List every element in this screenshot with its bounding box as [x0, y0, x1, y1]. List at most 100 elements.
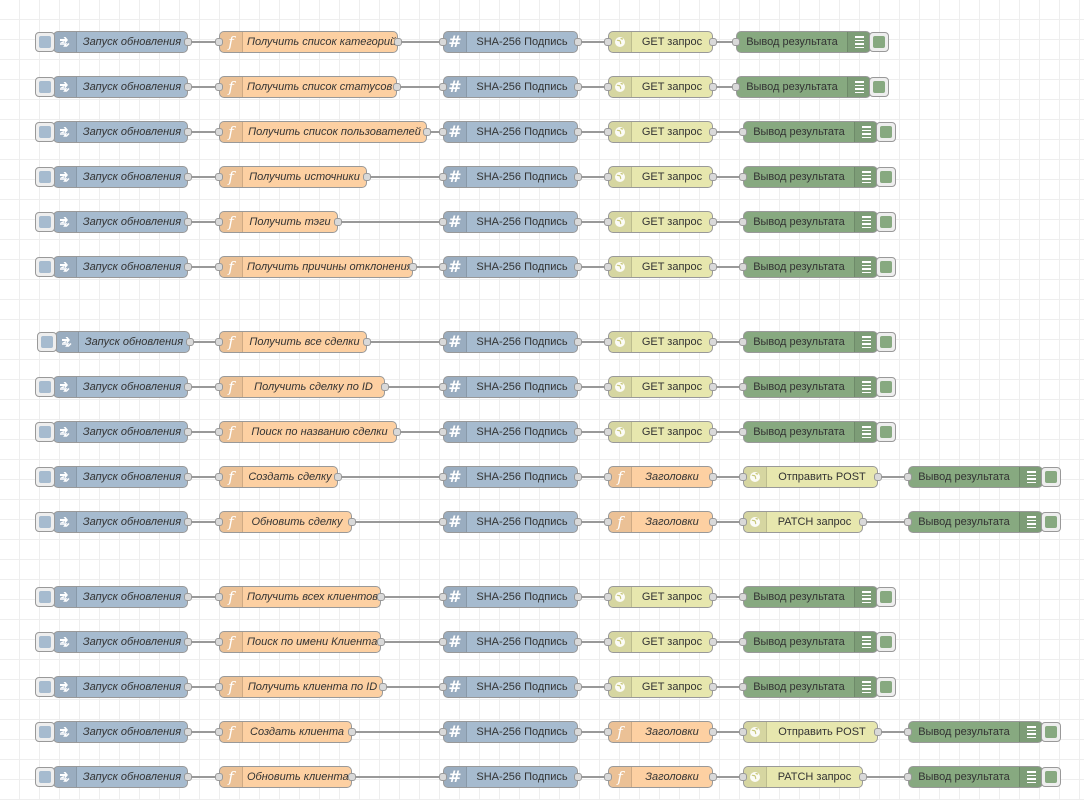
debug-node[interactable]: Вывод результата [739, 256, 896, 278]
hash-node[interactable]: #SHA-256 Подпись [439, 376, 582, 398]
inject-node[interactable]: Запуск обновления [35, 76, 192, 98]
input-port[interactable] [604, 518, 612, 526]
output-port[interactable] [381, 383, 389, 391]
input-port[interactable] [604, 173, 612, 181]
debug-node[interactable]: Вывод результата [904, 721, 1061, 743]
inject-trigger-button[interactable] [35, 422, 55, 442]
hash-node[interactable]: #SHA-256 Подпись [439, 256, 582, 278]
input-port[interactable] [439, 593, 447, 601]
hash-node[interactable]: #SHA-256 Подпись [439, 466, 582, 488]
http-node[interactable]: GET запрос [604, 166, 717, 188]
output-port[interactable] [184, 728, 192, 736]
debug-node[interactable]: Вывод результата [732, 31, 889, 53]
input-port[interactable] [604, 593, 612, 601]
debug-node[interactable]: Вывод результата [739, 631, 896, 653]
inject-node[interactable]: Запуск обновления [35, 721, 192, 743]
debug-node[interactable]: Вывод результата [739, 211, 896, 233]
debug-node[interactable]: Вывод результата [904, 511, 1061, 533]
input-port[interactable] [604, 383, 612, 391]
input-port[interactable] [215, 683, 223, 691]
http-node[interactable]: GET запрос [604, 631, 717, 653]
input-port[interactable] [215, 518, 223, 526]
output-port[interactable] [184, 128, 192, 136]
output-port[interactable] [709, 518, 717, 526]
output-port[interactable] [184, 218, 192, 226]
input-port[interactable] [904, 518, 912, 526]
input-port[interactable] [439, 218, 447, 226]
input-port[interactable] [215, 173, 223, 181]
inject-node[interactable]: Запуск обновления [35, 466, 192, 488]
inject-node[interactable]: Запуск обновления [35, 121, 192, 143]
input-port[interactable] [215, 83, 223, 91]
input-port[interactable] [739, 383, 747, 391]
inject-node[interactable]: Запуск обновления [35, 211, 192, 233]
debug-toggle-button[interactable] [876, 332, 896, 352]
input-port[interactable] [439, 263, 447, 271]
http-node[interactable]: GET запрос [604, 76, 717, 98]
input-port[interactable] [604, 83, 612, 91]
input-port[interactable] [604, 428, 612, 436]
input-port[interactable] [215, 383, 223, 391]
hash-node[interactable]: #SHA-256 Подпись [439, 586, 582, 608]
debug-toggle-button[interactable] [876, 122, 896, 142]
hash-node[interactable]: #SHA-256 Подпись [439, 631, 582, 653]
output-port[interactable] [859, 518, 867, 526]
output-port[interactable] [334, 473, 342, 481]
output-port[interactable] [377, 638, 385, 646]
output-port[interactable] [348, 773, 356, 781]
output-port[interactable] [186, 338, 194, 346]
debug-toggle-button[interactable] [876, 212, 896, 232]
hash-node[interactable]: #SHA-256 Подпись [439, 31, 582, 53]
inject-node[interactable]: Запуск обновления [35, 256, 192, 278]
input-port[interactable] [439, 128, 447, 136]
input-port[interactable] [739, 338, 747, 346]
output-port[interactable] [574, 518, 582, 526]
hash-node[interactable]: #SHA-256 Подпись [439, 76, 582, 98]
output-port[interactable] [874, 728, 882, 736]
output-port[interactable] [709, 773, 717, 781]
debug-toggle-button[interactable] [876, 377, 896, 397]
input-port[interactable] [904, 773, 912, 781]
inject-trigger-button[interactable] [35, 377, 55, 397]
http-node[interactable]: PATCH запрос [739, 511, 867, 533]
debug-toggle-button[interactable] [869, 77, 889, 97]
output-port[interactable] [874, 473, 882, 481]
debug-toggle-button[interactable] [876, 257, 896, 277]
inject-trigger-button[interactable] [35, 587, 55, 607]
inject-node[interactable]: Запуск обновления [35, 511, 192, 533]
input-port[interactable] [739, 173, 747, 181]
input-port[interactable] [739, 773, 747, 781]
output-port[interactable] [184, 428, 192, 436]
input-port[interactable] [739, 638, 747, 646]
input-port[interactable] [739, 473, 747, 481]
input-port[interactable] [739, 218, 747, 226]
inject-node[interactable]: Запуск обновления [35, 766, 192, 788]
output-port[interactable] [574, 593, 582, 601]
http-node[interactable]: GET запрос [604, 376, 717, 398]
input-port[interactable] [739, 593, 747, 601]
http-node[interactable]: GET запрос [604, 331, 717, 353]
output-port[interactable] [184, 263, 192, 271]
input-port[interactable] [604, 128, 612, 136]
input-port[interactable] [739, 128, 747, 136]
input-port[interactable] [904, 473, 912, 481]
input-port[interactable] [439, 383, 447, 391]
input-port[interactable] [215, 728, 223, 736]
inject-trigger-button[interactable] [35, 767, 55, 787]
http-node[interactable]: GET запрос [604, 421, 717, 443]
http-node[interactable]: Отправить POST [739, 466, 882, 488]
http-node[interactable]: GET запрос [604, 256, 717, 278]
inject-trigger-button[interactable] [35, 32, 55, 52]
output-port[interactable] [377, 593, 385, 601]
inject-node[interactable]: Запуск обновления [35, 676, 192, 698]
hash-node[interactable]: #SHA-256 Подпись [439, 766, 582, 788]
inject-node[interactable]: Запуск обновления [35, 166, 192, 188]
